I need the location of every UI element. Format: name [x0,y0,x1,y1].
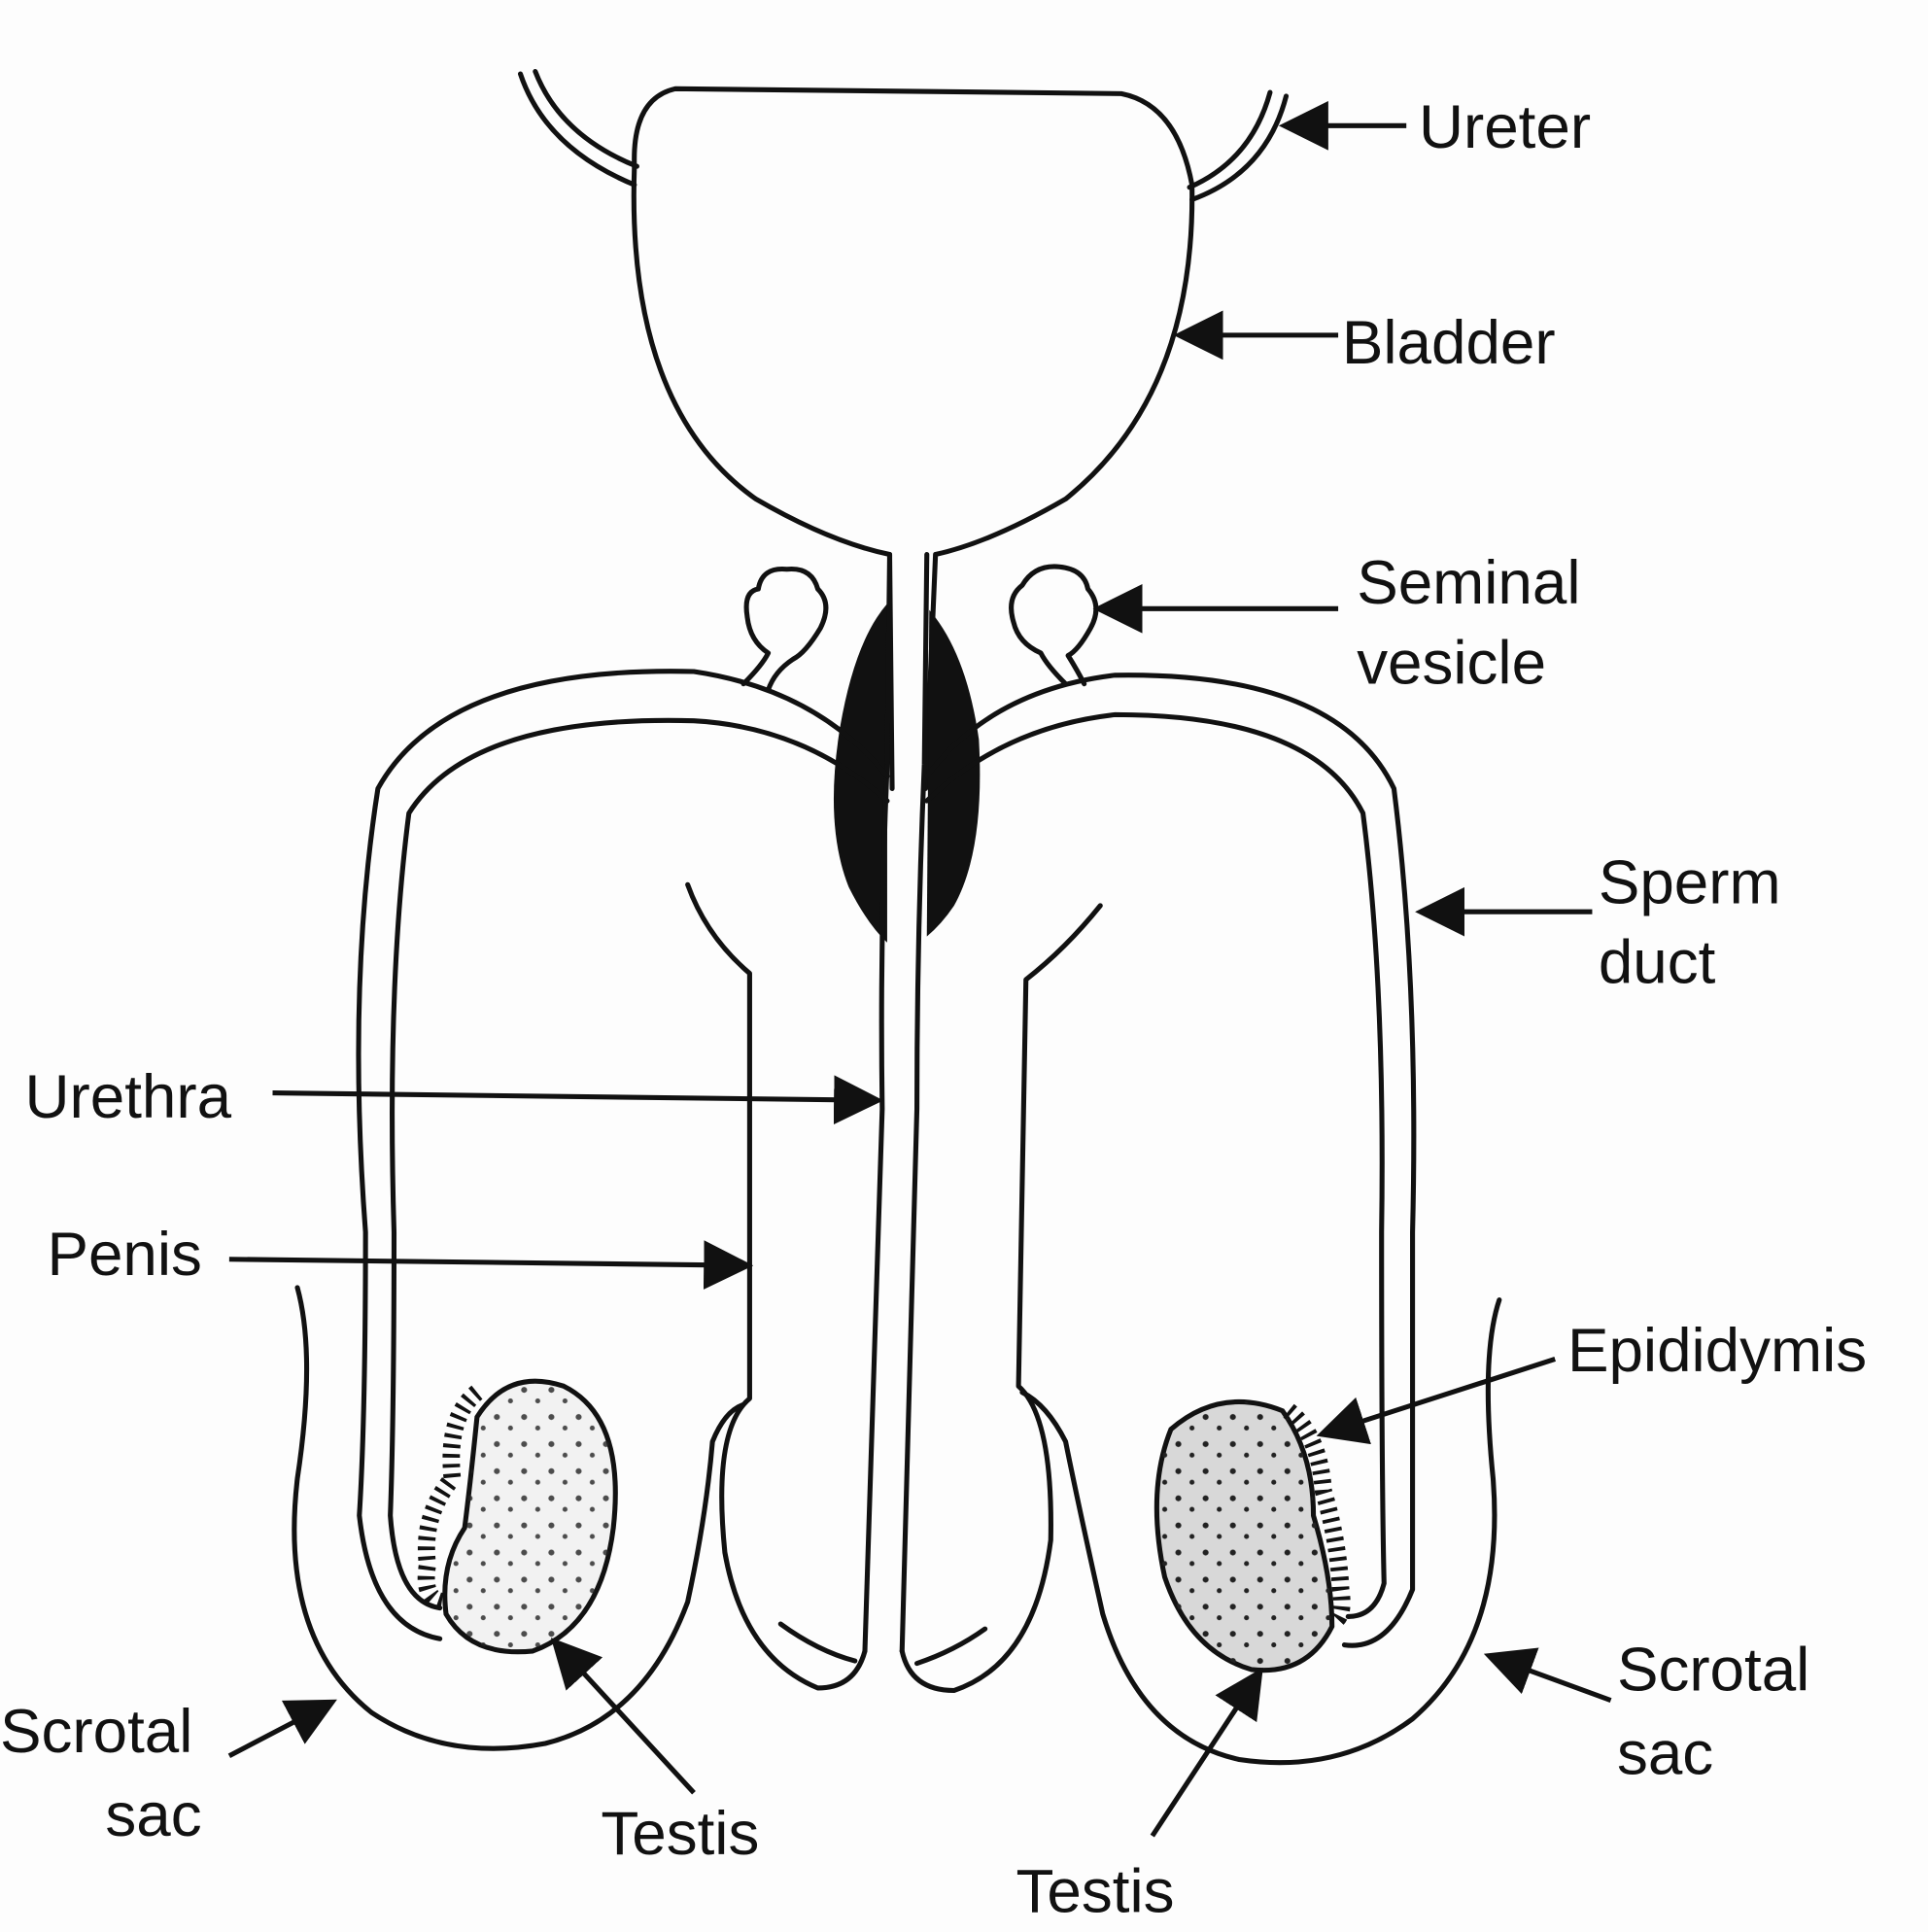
label-urethra: Urethra [25,1062,232,1131]
epididymis-arrow [1316,1357,1556,1445]
ureter-right [1187,89,1290,202]
label-testis-left: Testis [601,1799,759,1868]
label-bladder: Bladder [1342,308,1556,377]
label-scrotal-sac-left-line1: Scrotal [0,1697,192,1766]
scrotal-sac-right-arrow [1483,1647,1612,1704]
testis-left [442,1378,618,1655]
ureter-left [517,68,639,188]
label-penis: Penis [47,1220,201,1289]
penis-arrow [228,1240,754,1290]
epididymis-right [1283,1403,1351,1628]
label-epididymis: Epididymis [1567,1316,1867,1385]
testis-left-arrow [550,1638,696,1795]
urethra-arrow [272,1075,884,1125]
label-seminal-vesicle-line1: Seminal [1357,548,1580,617]
bladder [631,86,1195,791]
label-ureter: Ureter [1419,92,1591,161]
label-scrotal-sac-left-line2: sac [105,1780,201,1849]
testis-right-arrow [1150,1667,1263,1838]
scrotal-sac-left [292,1285,746,1751]
label-scrotal-sac-right-line1: Scrotal [1617,1636,1809,1705]
testis-right [1153,1399,1335,1673]
label-scrotal-sac-right-line2: sac [1617,1719,1713,1788]
sperm-duct-right [924,673,1417,1648]
prostate-gland [833,604,981,943]
scrotal-sac-left-arrow [227,1699,337,1758]
scrotal-sac-right [1019,1297,1502,1766]
label-seminal-vesicle-line2: vesicle [1357,629,1546,698]
sperm-duct-left [356,669,890,1641]
label-sperm-duct-line1: Sperm [1599,848,1781,917]
seminal-vesicle-right [1009,564,1099,687]
label-sperm-duct-line2: duct [1599,928,1716,997]
penis [685,881,1103,1694]
label-testis-right: Testis [1016,1857,1175,1926]
epididymis-left [417,1385,483,1611]
seminal-vesicle-left [740,566,829,693]
